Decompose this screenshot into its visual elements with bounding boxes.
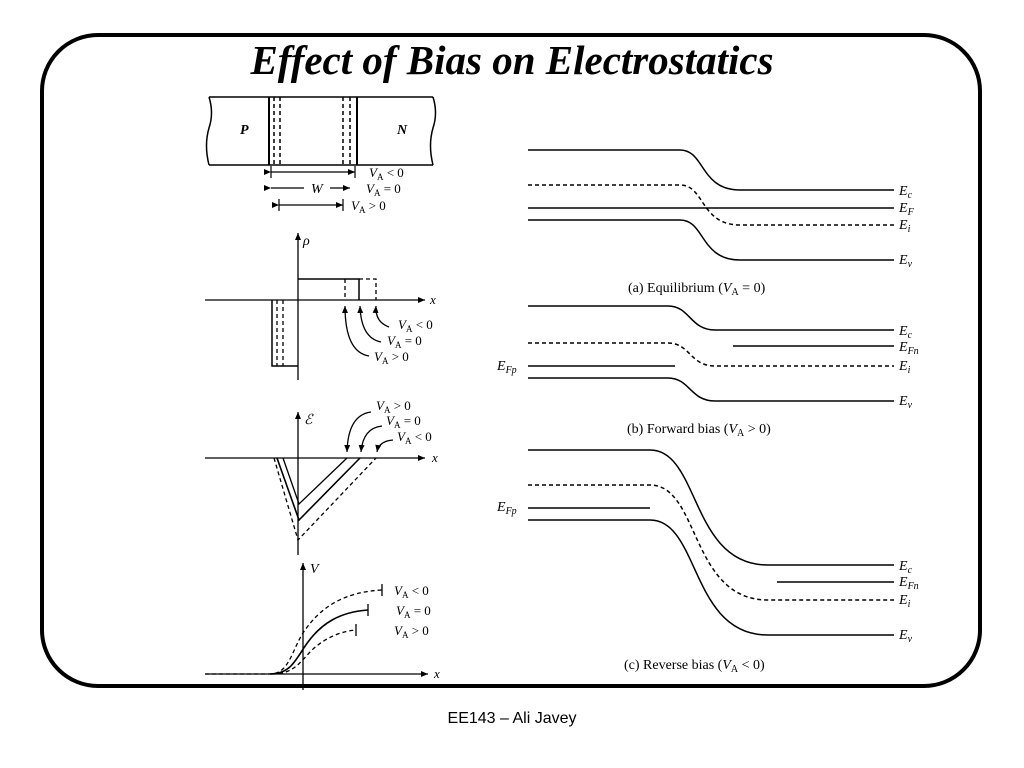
charge-bias-zero-label: VA = 0 [387, 333, 422, 350]
fwd-efn-label: EFn [898, 340, 919, 357]
potential-bias-zero-label: VA = 0 [396, 603, 431, 620]
potential-bias-forward-label: VA > 0 [394, 623, 429, 640]
junction-right-break [429, 96, 437, 166]
field-bias-forward-label: VA > 0 [376, 398, 411, 415]
charge-arrow-reverse [372, 305, 390, 328]
fwd-conduction-band [528, 305, 894, 331]
charge-positive-block-solid [298, 278, 360, 300]
field-arrow-zero [358, 425, 383, 453]
fwd-intrinsic-level [528, 342, 894, 367]
charge-bias-forward-label: VA > 0 [374, 349, 409, 366]
band-diagram-equilibrium [528, 149, 894, 261]
rev-ev-label: Ev [898, 628, 913, 645]
charge-bias-reverse-label: VA < 0 [398, 317, 433, 334]
rev-efn-label: EFn [898, 575, 919, 592]
charge-arrow-zero [357, 305, 382, 343]
potential-x-label: x [433, 666, 440, 681]
width-label: W [311, 182, 324, 197]
junction-bias-zero-label: VA = 0 [366, 181, 401, 198]
eq-intrinsic-level [528, 184, 894, 226]
rev-intrinsic-level [528, 484, 894, 601]
rev-ec-label: Ec [898, 559, 913, 576]
junction-bias-reverse-label: VA < 0 [369, 165, 404, 182]
field-curve-zero [276, 457, 361, 522]
eq-ef-label: EF [898, 201, 915, 218]
potential-curve-reverse [205, 589, 383, 675]
junction-bias-forward-label: VA > 0 [351, 198, 386, 215]
fwd-ec-label: Ec [898, 324, 913, 341]
field-x-label: x [431, 450, 438, 465]
field-curve-forward [282, 457, 348, 506]
field-bias-reverse-label: VA < 0 [397, 429, 432, 446]
slide-frame [40, 33, 982, 688]
slide-footer: EE143 – Ali Javey [447, 710, 577, 727]
caption-forward: (b) Forward bias (VA > 0) [627, 422, 771, 439]
rev-conduction-band [528, 449, 894, 566]
pn-junction-diagram [205, 96, 437, 166]
field-arrow-reverse [375, 439, 394, 453]
rev-efp-label: EFp [496, 500, 517, 517]
eq-ei-label: Ei [898, 218, 911, 235]
p-region-label: P [240, 123, 249, 138]
width-arrows [264, 166, 356, 211]
charge-x-label: x [429, 292, 436, 307]
field-bias-zero-label: VA = 0 [386, 413, 421, 430]
band-diagram-reverse [528, 449, 894, 636]
field-arrow-forward [344, 411, 372, 453]
fwd-ev-label: Ev [898, 394, 913, 411]
junction-left-break [205, 96, 213, 166]
band-diagram-forward [528, 305, 894, 402]
charge-density-plot [205, 233, 425, 380]
charge-arrow-forward [342, 305, 370, 357]
electric-field-plot [205, 411, 425, 555]
slide-title: Effect of Bias on Electrostatics [250, 37, 774, 83]
rev-ei-label: Ei [898, 593, 911, 610]
potential-curve-forward [271, 629, 357, 675]
field-axis-label: ℰ [304, 413, 314, 428]
charge-negative-block-solid [271, 300, 298, 367]
eq-conduction-band [528, 149, 894, 191]
rev-valence-band [528, 519, 894, 636]
n-region-label: N [396, 123, 408, 138]
eq-ec-label: Ec [898, 184, 913, 201]
eq-ev-label: Ev [898, 253, 913, 270]
potential-axis-label: V [310, 562, 320, 577]
fwd-efp-label: EFp [496, 359, 517, 376]
caption-equilibrium: (a) Equilibrium (VA = 0) [628, 281, 766, 298]
potential-plot [205, 563, 428, 690]
field-curve-reverse [273, 457, 377, 542]
potential-curve-zero [269, 609, 369, 675]
potential-bias-reverse-label: VA < 0 [394, 583, 429, 600]
fwd-ei-label: Ei [898, 359, 911, 376]
charge-axis-label: ρ [302, 234, 310, 249]
charge-positive-block-dashed [359, 278, 377, 300]
eq-valence-band [528, 219, 894, 261]
fwd-valence-band [528, 377, 894, 402]
caption-reverse: (c) Reverse bias (VA < 0) [624, 658, 765, 675]
